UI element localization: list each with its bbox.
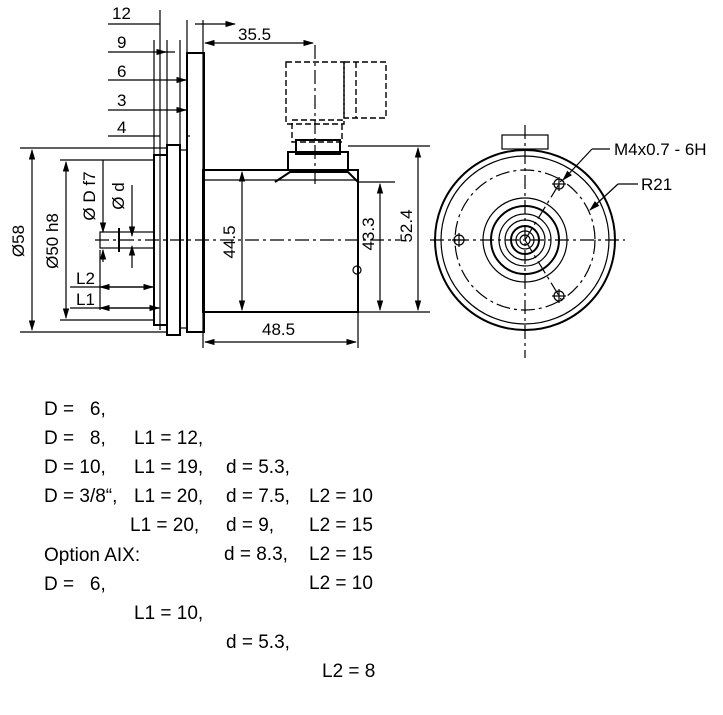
- dim-44-5: 44.5: [220, 225, 239, 258]
- dim-4: 4: [117, 118, 126, 137]
- thread-hole-bottom: [552, 289, 566, 303]
- spec-row: D = 10, L1 = 20, d = 9, L2 = 15: [44, 424, 373, 565]
- spec-L2: L2 = 10: [309, 573, 373, 594]
- spec-L1: L1 = 19,: [134, 457, 204, 478]
- spec-d: d = 8.3,: [224, 544, 288, 565]
- spec-L2: L2 = 15: [309, 544, 373, 565]
- spec-row: D = 8, L1 = 19, d = 7.5, L2 = 15: [44, 395, 373, 536]
- diameter-dimension-lines: [20, 147, 167, 333]
- connector: [274, 61, 387, 183]
- spec-L1: L1 = 10,: [134, 603, 204, 624]
- thread-hole-top: [552, 177, 566, 191]
- dim-12: 12: [112, 4, 131, 23]
- spec-row: D = 3/8“, L1 = 20, d = 8.3, L2 = 10: [44, 453, 373, 594]
- option-title: Option AIX:: [44, 512, 140, 566]
- dim-9: 9: [117, 33, 126, 52]
- option-row: D = 6, L1 = 10, d = 5.3, L2 = 8: [44, 541, 375, 682]
- option-title-text: Option AIX:: [44, 545, 141, 566]
- spec-L2: L2 = 15: [309, 515, 373, 536]
- dim-L2: L2: [76, 269, 95, 288]
- dim-6: 6: [117, 62, 126, 81]
- spec-D: D = 3/8“,: [44, 486, 118, 507]
- spec-L1: L1 = 12,: [134, 428, 204, 449]
- spec-row: D = 6, L1 = 12, d = 5.3, L2 = 10: [44, 366, 373, 507]
- front-outer-circle: [434, 149, 616, 331]
- dim-dia-d: Ø d: [109, 182, 128, 209]
- spec-L2: L2 = 10: [309, 486, 373, 507]
- dim-dia-D: Ø D f7: [80, 171, 99, 220]
- height-dimension-lines: [202, 145, 430, 348]
- dim-dia-58: Ø58: [9, 225, 28, 257]
- dim-48-5: 48.5: [262, 320, 295, 339]
- spec-L2: L2 = 8: [322, 661, 376, 682]
- thread-label: M4x0.7 - 6H: [614, 140, 707, 159]
- top-dimension-lines: [108, 10, 315, 330]
- mounting-flange: [186, 52, 205, 333]
- side-view: [95, 45, 400, 336]
- spec-L1: L1 = 20,: [134, 486, 204, 507]
- dim-3: 3: [117, 91, 126, 110]
- spec-d: d = 9,: [226, 515, 275, 536]
- spec-d: d = 7.5,: [226, 486, 290, 507]
- spec-D: D = 6,: [44, 399, 106, 420]
- dim-35-5: 35.5: [238, 25, 271, 44]
- radius-label: R21: [641, 175, 672, 194]
- spec-D: D = 8,: [44, 428, 106, 449]
- technical-drawing: 12 9 6 3 4 35.5 Ø58 Ø50 h8 Ø D f7 Ø d L2…: [9, 4, 707, 358]
- spec-D: D = 6,: [44, 574, 106, 595]
- spec-d: d = 5.3,: [226, 632, 290, 653]
- thread-hole-left: [452, 233, 466, 247]
- dim-52-4: 52.4: [397, 209, 416, 242]
- dim-L1: L1: [76, 290, 95, 309]
- spec-d: d = 5.3,: [226, 457, 290, 478]
- front-view: [430, 125, 638, 358]
- dim-dia-50: Ø50 h8: [43, 213, 62, 269]
- spec-D: D = 10,: [44, 457, 106, 478]
- spec-L1: L1 = 20,: [130, 515, 200, 536]
- dim-43-3: 43.3: [359, 217, 378, 250]
